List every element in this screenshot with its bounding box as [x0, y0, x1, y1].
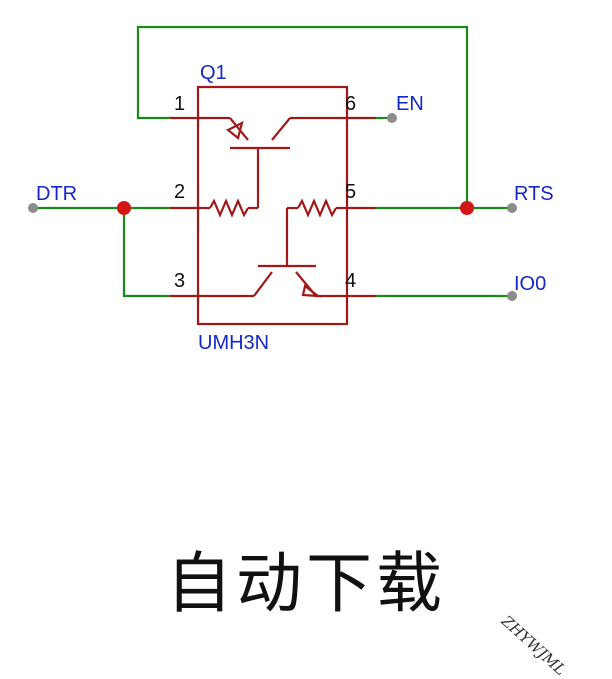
endpoint-dtr [28, 203, 38, 213]
pin-label-4: 4 [345, 270, 356, 292]
pin-label-2: 2 [174, 181, 185, 203]
endpoint-rts [507, 203, 517, 213]
endpoint-en [387, 113, 397, 123]
junction-dtr [117, 201, 131, 215]
schematic-diagram: Q1 UMH3N 1 2 3 4 5 6 DTR RTS EN IO0 [28, 25, 554, 354]
part-label: UMH3N [198, 332, 269, 354]
q1-body [196, 85, 349, 326]
net-label-io0: IO0 [514, 273, 546, 295]
net-label-dtr: DTR [36, 183, 77, 205]
ref-label: Q1 [200, 62, 227, 84]
pin-label-6: 6 [345, 93, 356, 115]
net-label-rts: RTS [514, 183, 554, 205]
net-label-en: EN [396, 93, 424, 115]
pin-label-1: 1 [174, 93, 185, 115]
endpoint-io0 [507, 291, 517, 301]
wire-dtr-to-pin3 [122, 208, 170, 298]
upper-base-resistor [198, 198, 258, 218]
wire-en-loop [136, 25, 469, 208]
caption-title: 自动下载 [166, 545, 446, 622]
lower-base-resistor [287, 198, 347, 218]
pin-label-5: 5 [345, 181, 356, 203]
junction-rts [460, 201, 474, 215]
lower-transistor [198, 208, 347, 298]
pin-label-3: 3 [174, 270, 185, 292]
upper-transistor [198, 116, 347, 208]
